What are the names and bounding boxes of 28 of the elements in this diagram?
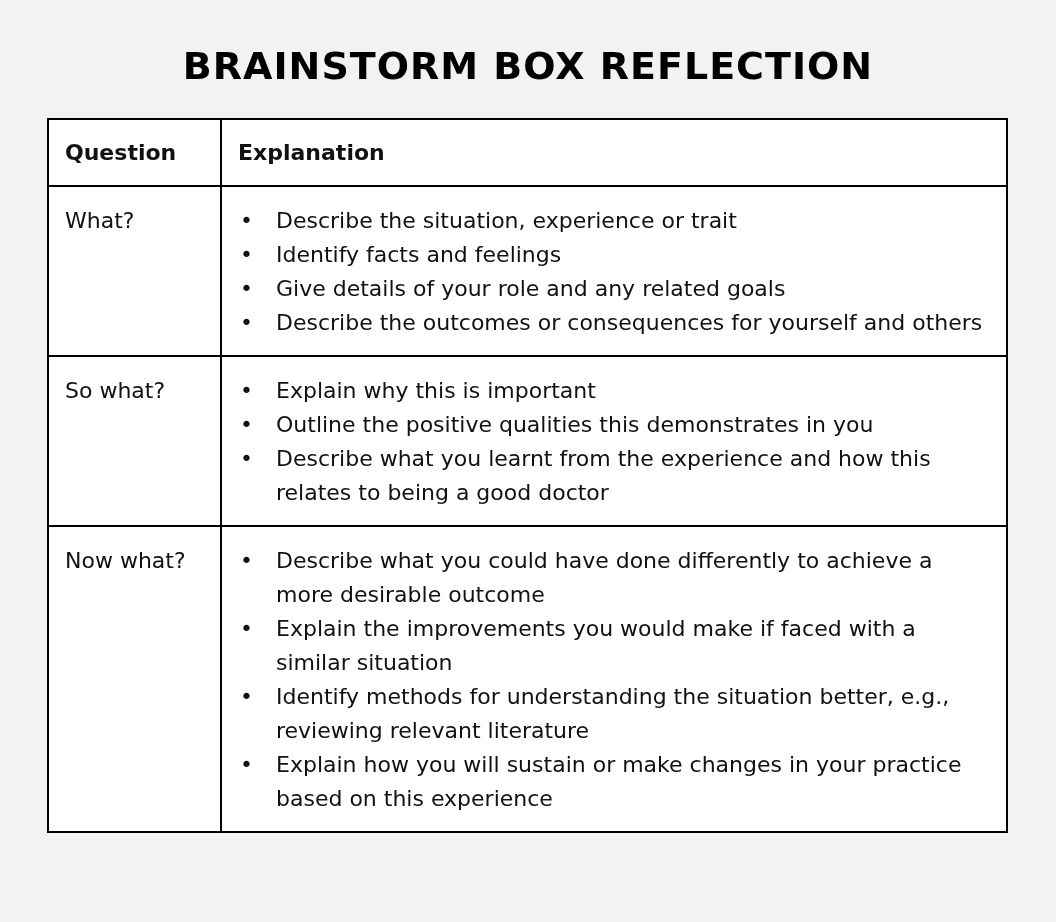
column-header: Explanation (221, 119, 1007, 186)
question-cell: So what? (48, 356, 221, 526)
bullet-text: Explain the improvements you would make if faced with a similar situation (276, 615, 917, 677)
bullet-text: Describe the outcomes or consequences for yourself and others (276, 309, 984, 337)
bullet-marker: • (240, 752, 253, 777)
bullet-marker: • (240, 208, 253, 233)
bullet-marker: • (240, 378, 253, 403)
bullet-text: Give details of your role and any related goals (276, 275, 787, 303)
bullet-marker: • (240, 616, 253, 641)
bullet-marker: • (240, 310, 253, 335)
bullet-marker: • (240, 276, 253, 301)
bullet-text: Identify methods for understanding the situation better, e.g., reviewing relevant literature (276, 683, 951, 745)
bullet-marker: • (240, 412, 253, 437)
question-cell: What? (48, 186, 221, 356)
column-header: Question (48, 119, 221, 186)
bullet-marker: • (240, 548, 253, 573)
bullet-text: Describe what you learnt from the experience and how this relates to being a good doctor (276, 445, 932, 507)
bullet-marker: • (240, 242, 253, 267)
bullet-text: Describe the situation, experience or trait (276, 207, 738, 235)
question-cell: Now what? (48, 526, 221, 832)
bullet-text: Outline the positive qualities this demonstrates in you (276, 411, 875, 439)
bullet-marker: • (240, 446, 253, 471)
title: BRAINSTORM BOX REFLECTION (181, 44, 875, 88)
bullet-text: Identify facts and feelings (276, 241, 563, 269)
bullet-text: Describe what you could have done differently to achieve a more desirable outcome (276, 547, 934, 609)
bullet-text: Explain why this is important (276, 377, 597, 405)
bullet-text: Explain how you will sustain or make changes in your practice based on this experience (276, 751, 963, 813)
bullet-marker: • (240, 684, 253, 709)
